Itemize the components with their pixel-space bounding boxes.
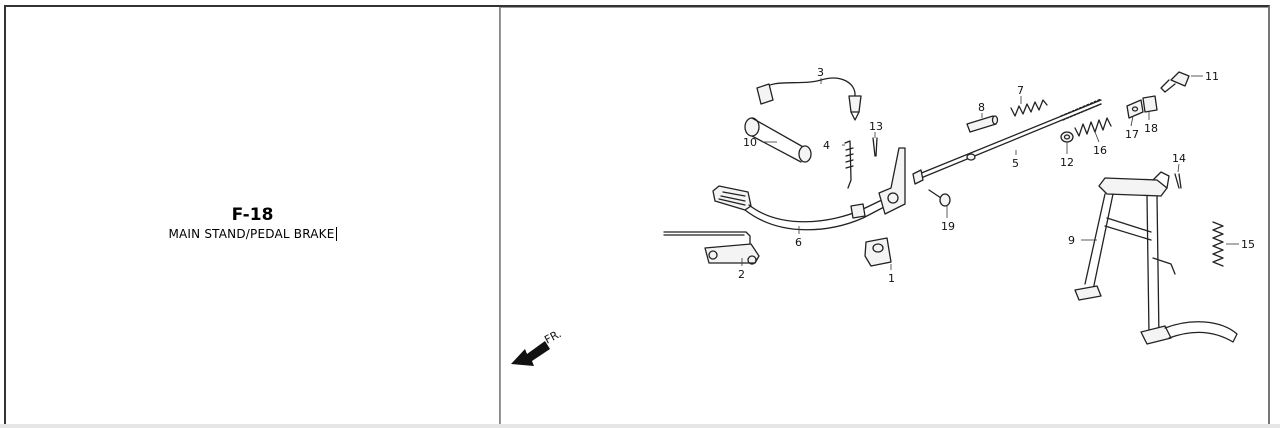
part-label: 12 [1060, 156, 1074, 169]
section-title: MAIN STAND/PEDAL BRAKE [6, 227, 499, 241]
part-label: 8 [978, 101, 985, 114]
part-label: 7 [1017, 84, 1024, 97]
part-label: 3 [817, 66, 824, 79]
brake-switch-bracket-drawing [663, 231, 760, 265]
spring-7-drawing [1010, 99, 1048, 117]
section-code: F-18 [231, 205, 274, 225]
cell-divider [499, 7, 500, 424]
section-info-cell: F-18 MAIN STAND/PEDAL BRAKE [6, 7, 499, 424]
bottom-scroll-area [0, 424, 1280, 428]
pin-drawing [928, 189, 951, 207]
part-label: 16 [1093, 144, 1107, 157]
bolt-drawing [1160, 71, 1190, 93]
stop-switch-wire-drawing [756, 77, 862, 121]
leader-lines [741, 75, 1239, 270]
part-label: 18 [1144, 122, 1158, 135]
cotter-pin-13-drawing [872, 137, 878, 157]
text-cursor [335, 227, 337, 241]
joint-drawing [1126, 99, 1144, 119]
brake-pedal-drawing [712, 147, 906, 231]
part-label: 4 [823, 139, 830, 152]
part-label: 14 [1172, 152, 1186, 165]
part-label: 10 [743, 136, 757, 149]
rubber-grip-drawing [744, 117, 812, 163]
washer-drawing [1060, 131, 1074, 143]
front-direction-arrow [511, 341, 550, 366]
return-spring-drawing [844, 140, 854, 189]
parts-diagram: FR. [511, 66, 1255, 366]
part-label: 6 [795, 236, 802, 249]
part-label: 15 [1241, 238, 1255, 251]
part-label: 5 [1012, 157, 1019, 170]
adjusting-nut-drawing [1142, 95, 1158, 113]
part-label: 1 [888, 272, 895, 285]
brake-rod-drawing [912, 98, 1102, 185]
main-stand-drawing [1074, 171, 1238, 345]
diagram-cell: FR. [500, 7, 1268, 424]
part-label: 19 [941, 220, 955, 233]
part-label: 11 [1205, 70, 1219, 83]
page-frame [4, 5, 1270, 425]
stand-spring-drawing [1212, 221, 1224, 267]
part-label: 9 [1068, 234, 1075, 247]
part-label: 2 [738, 268, 745, 281]
cotter-pin-14-drawing [1174, 173, 1182, 189]
collar-drawing [966, 115, 999, 133]
rod-spring-drawing [1074, 117, 1112, 137]
part-labels: 3 4 13 10 6 2 1 5 19 8 7 12 16 17 18 11 … [738, 66, 1255, 285]
part-label: 13 [869, 120, 883, 133]
part-label: 17 [1125, 128, 1139, 141]
brake-arm-cam-drawing [864, 237, 892, 267]
section-title-text: MAIN STAND/PEDAL BRAKE [168, 227, 335, 241]
